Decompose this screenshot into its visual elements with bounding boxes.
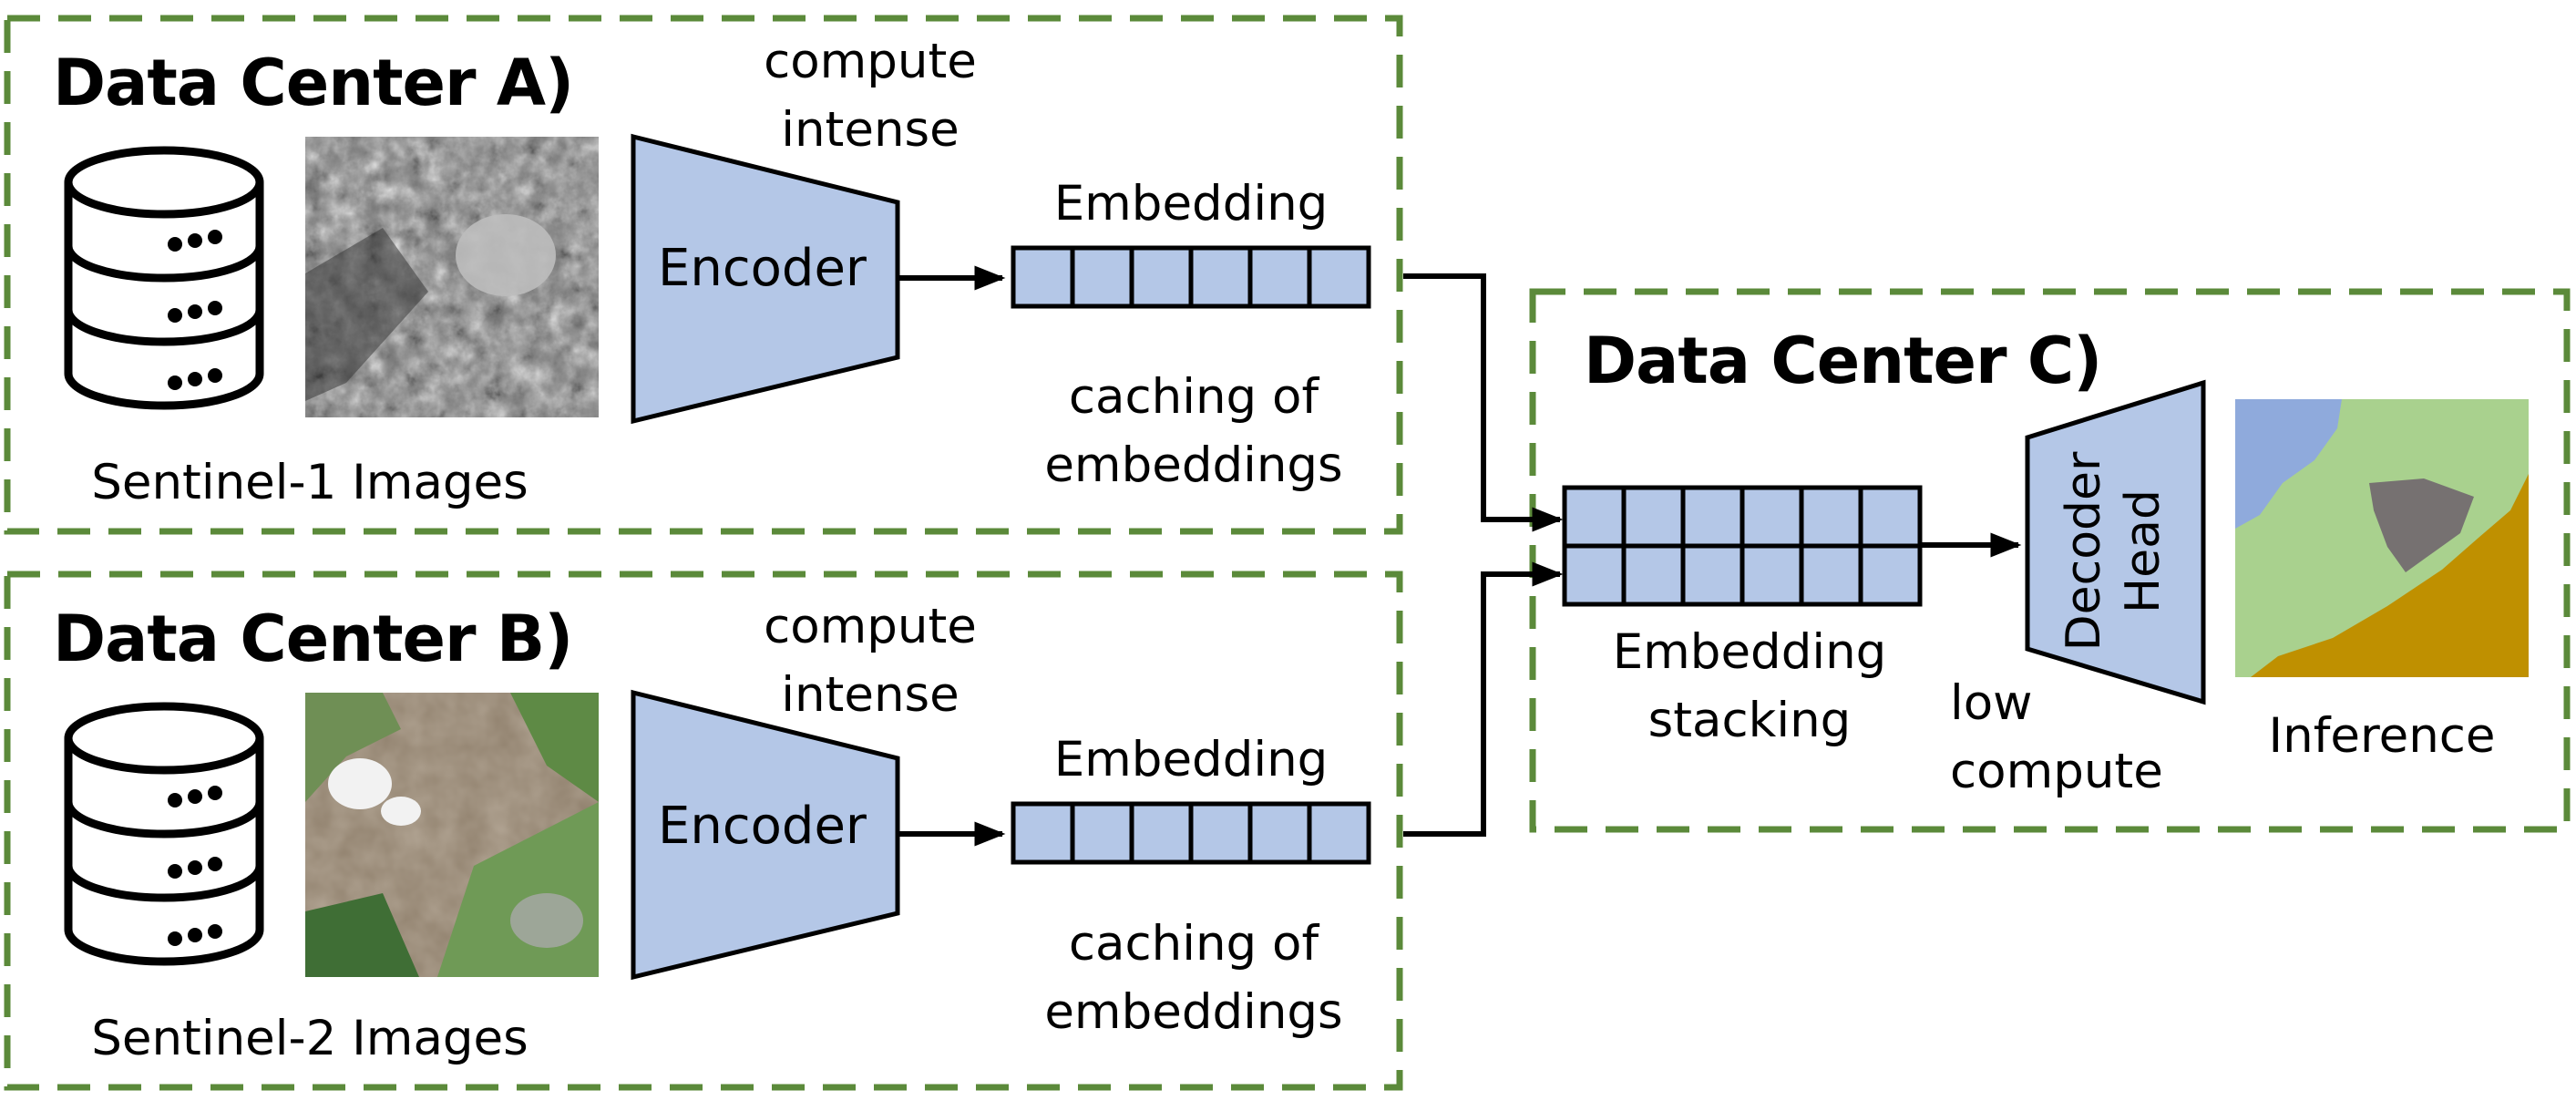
optical-image — [305, 693, 599, 977]
sar-image — [305, 137, 599, 417]
embedding-label-b: Embedding — [1053, 732, 1329, 787]
arrow-embedding-b-to-stack — [1403, 561, 1564, 837]
embedding-stacking-label: Embedding stacking — [1612, 624, 1887, 749]
data-center-c-box — [1529, 288, 2571, 833]
segmentation-map — [2235, 399, 2529, 677]
database-icon — [64, 702, 264, 966]
inference-label: Inference — [2268, 708, 2496, 764]
sentinel-2-caption: Sentinel-2 Images — [91, 1011, 529, 1066]
encoder-a-label: Encoder — [658, 239, 867, 298]
data-center-b-title: Data Center B) — [53, 602, 573, 676]
data-center-c-title: Data Center C) — [1584, 324, 2102, 398]
caching-note-a: caching of embeddings — [1044, 369, 1343, 494]
data-center-b-box — [4, 571, 1403, 1091]
database-icon — [64, 146, 264, 410]
embedding-vector-a — [1011, 245, 1371, 309]
sentinel-1-caption: Sentinel-1 Images — [91, 455, 529, 510]
compute-intense-note-b: compute intense — [764, 599, 977, 724]
decoder-head-label: Decoder Head — [2057, 451, 2171, 652]
caching-note-b: caching of embeddings — [1044, 916, 1343, 1041]
low-compute-note: low compute — [1950, 675, 2163, 800]
decoder-head — [2025, 379, 2206, 705]
data-center-a-box — [4, 15, 1403, 535]
encoder-b-label: Encoder — [658, 797, 867, 856]
arrow-embedding-a-to-stack — [1403, 273, 1564, 532]
embedding-label-a: Embedding — [1053, 176, 1329, 231]
encoder-b — [631, 689, 900, 981]
compute-intense-note-a: compute intense — [764, 34, 977, 159]
embedding-stack — [1562, 485, 1923, 607]
data-center-a-title: Data Center A) — [53, 46, 574, 120]
embedding-vector-b — [1011, 801, 1371, 865]
encoder-a — [631, 133, 900, 425]
